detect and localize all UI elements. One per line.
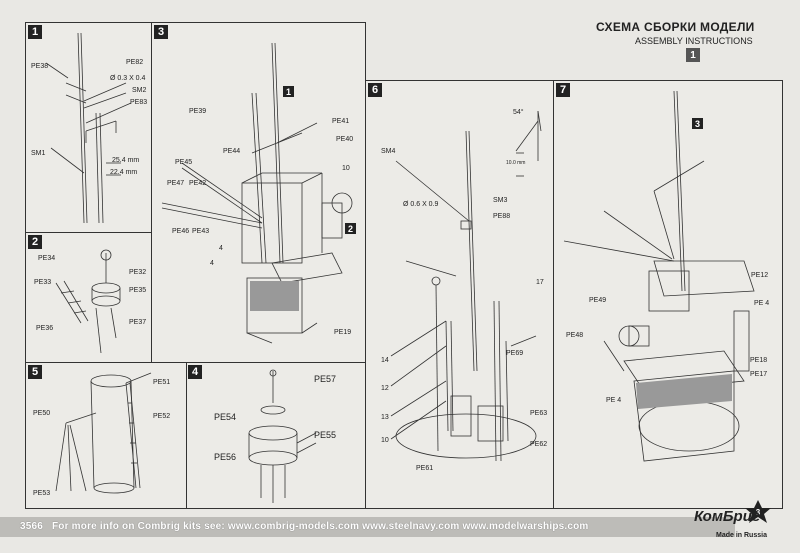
step-1-label: 22.4 mm	[110, 169, 138, 176]
step-7-number: 7	[556, 83, 570, 97]
step-2-label: PE36	[36, 325, 54, 332]
step-1-label: Ø 0.3 X 0.4	[110, 75, 146, 82]
step-6-label: PE63	[530, 410, 548, 417]
step-3-label: PE41	[332, 118, 350, 125]
logo-star-number: 3	[756, 508, 761, 517]
step-4-label: PE55	[314, 430, 337, 440]
step-3-panel: 3 1 2 PE39 PE41 PE40 PE44 PE45 10 PE47 P…	[151, 22, 366, 364]
step-4-label: PE54	[214, 412, 237, 422]
kit-number: 3566	[20, 521, 44, 532]
step-1-label: PE83	[130, 99, 148, 106]
step-1-number: 1	[28, 25, 42, 39]
step-7-label: PE49	[589, 297, 607, 304]
step-3-badge-2: 2	[345, 223, 356, 234]
step-3-label: PE42	[189, 180, 207, 187]
step-6-label: 10	[381, 437, 389, 444]
step-2-label: PE33	[34, 279, 52, 286]
step-6-panel: 6 54° 10.0 mm SM4 Ø 0.6 X 0.9 SM3 PE88 1…	[365, 80, 555, 509]
step-4-searchlight-platform-drawing	[248, 369, 317, 503]
step-2-panel: 2 PE34 PE32 PE33 PE35 PE36 PE37	[25, 232, 153, 364]
step-6-mast-drawing	[390, 110, 542, 462]
step-7-label: PE12	[751, 272, 769, 279]
step-3-label: PE40	[336, 136, 354, 143]
step-4-label: PE56	[214, 452, 237, 462]
step-6-label: PE61	[416, 465, 434, 472]
step-3-number: 3	[154, 25, 168, 39]
step-1-label: PE82	[126, 59, 144, 66]
step-6-label: SM4	[381, 148, 396, 155]
step-6-label: Ø 0.6 X 0.9	[403, 201, 439, 208]
step-6-label: 12	[381, 385, 389, 392]
step-2-label: PE37	[129, 319, 147, 326]
step-3-label: PE46	[172, 228, 190, 235]
step-3-label: PE39	[189, 108, 207, 115]
star-icon	[745, 500, 771, 523]
step-6-label: 14	[381, 357, 389, 364]
step-3-badge-1: 1	[283, 86, 294, 97]
step-5-label: PE53	[33, 490, 51, 497]
step-7-label: PE48	[566, 332, 584, 339]
step-2-label: PE32	[129, 269, 147, 276]
step-7-panel: 7 3 PE12 PE49 PE 4 PE48 PE18 PE17 PE 4	[553, 80, 783, 509]
step-7-label: PE 4	[754, 300, 770, 307]
step-1-mast-drawing	[45, 32, 132, 224]
step-6-label: SM3	[493, 197, 508, 204]
step-1-label: SM2	[132, 87, 147, 94]
step-4-panel: 4 PE57 PE54 PE55 PE56	[185, 362, 366, 509]
step-6-label: PE62	[530, 441, 548, 448]
step-2-label: PE35	[129, 287, 147, 294]
step-3-bridge-drawing	[161, 42, 353, 344]
step-5-label: PE51	[153, 379, 171, 386]
sheet-number-badge: 1	[686, 48, 700, 62]
step-1-panel: 1 PE38 PE82 Ø 0.3 X 0.4 SM2 PE83 SM1 25.…	[25, 22, 153, 234]
step-6-label: 17	[536, 279, 544, 286]
step-3-label: PE19	[334, 329, 352, 336]
step-1-label: 25.4 mm	[112, 157, 140, 164]
step-4-number: 4	[188, 365, 202, 379]
combrig-logo: 3	[745, 500, 771, 523]
step-3-label: PE45	[175, 159, 193, 166]
step-6-label: PE69	[506, 350, 524, 357]
step-7-label: PE 4	[606, 397, 622, 404]
step-6-number: 6	[368, 83, 382, 97]
step-5-label: PE50	[33, 410, 51, 417]
step-5-panel: 5 PE51 PE50 PE52 PE53	[25, 362, 187, 509]
step-5-number: 5	[28, 365, 42, 379]
page-title: СХЕМА СБОРКИ МОДЕЛИ	[596, 20, 755, 34]
step-3-label: 10	[342, 165, 350, 172]
step-1-label: PE38	[31, 63, 49, 70]
step-2-platform-drawing	[55, 249, 121, 354]
step-7-label: PE17	[750, 371, 768, 378]
step-7-label: PE18	[750, 357, 768, 364]
step-6-label: 13	[381, 414, 389, 421]
step-1-label: SM1	[31, 150, 46, 157]
step-7-badge: 3	[692, 118, 703, 129]
step-4-label: PE57	[314, 374, 337, 384]
footer-text: 3566 For more info on Combrig kits see: …	[20, 521, 589, 532]
step-3-label: 4	[210, 260, 214, 267]
step-7-bridge-assembly-drawing	[563, 90, 755, 462]
step-3-label: PE43	[192, 228, 210, 235]
step-3-label: 4	[219, 245, 223, 252]
step-2-number: 2	[28, 235, 42, 249]
logo-name: КомБриг	[694, 508, 760, 525]
footer-bar	[0, 517, 735, 537]
step-5-funnel-drawing	[55, 372, 152, 494]
step-6-label: 10.0 mm	[506, 160, 526, 166]
step-3-label: PE44	[223, 148, 241, 155]
step-5-label: PE52	[153, 413, 171, 420]
step-6-label: PE88	[493, 213, 511, 220]
logo-subtitle: Made in Russia	[716, 532, 767, 539]
footer-links: For more info on Combrig kits see: www.c…	[51, 521, 589, 532]
step-3-label: PE47	[167, 180, 185, 187]
step-2-label: PE34	[38, 255, 56, 262]
page-subtitle: ASSEMBLY INSTRUCTIONS	[635, 36, 753, 46]
step-6-label: 54°	[513, 109, 524, 116]
